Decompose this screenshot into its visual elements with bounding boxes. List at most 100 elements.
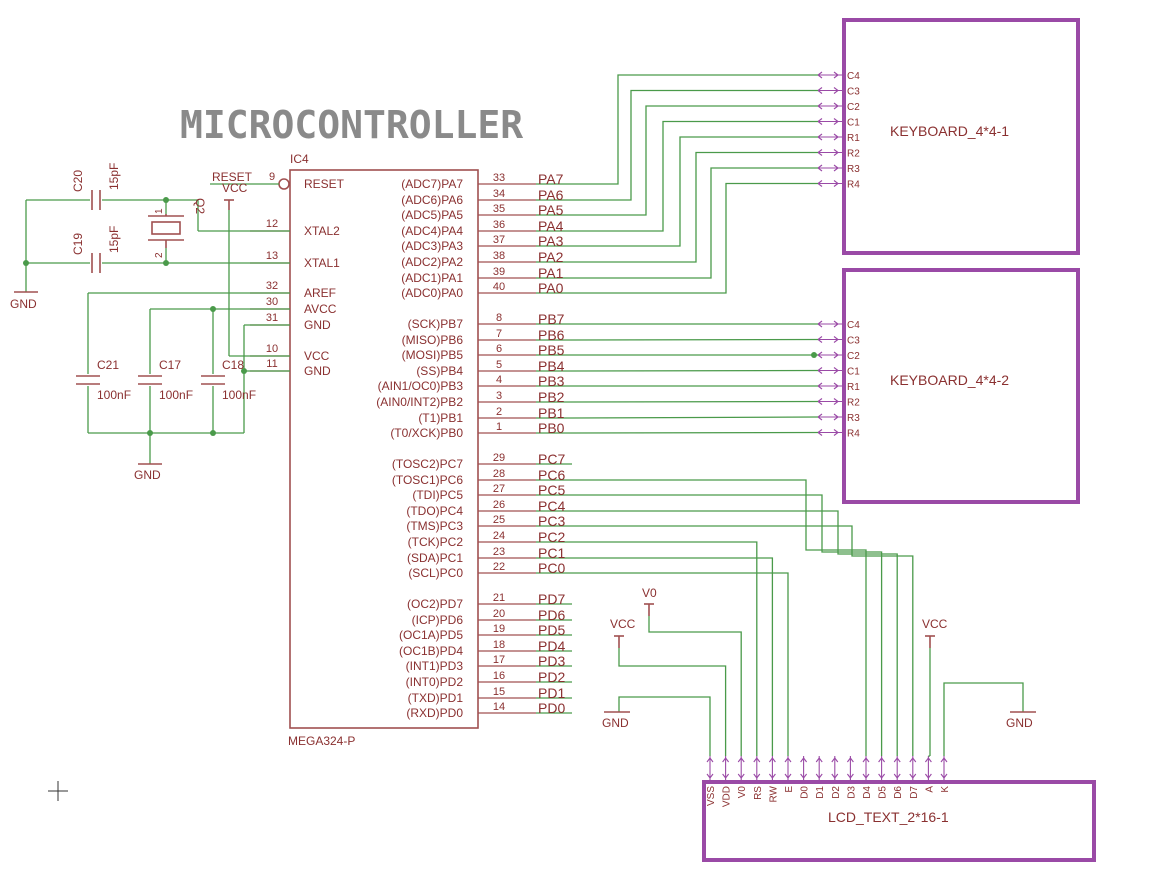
ic-left-pin-name: XTAL2 bbox=[304, 224, 340, 238]
keyboard-pin-label: R4 bbox=[847, 180, 860, 191]
ic-right-pin-function: (OC1A)PD5 bbox=[399, 628, 463, 642]
keyboard-pin-label: R3 bbox=[847, 164, 860, 175]
ic-left-pin-name: VCC bbox=[304, 349, 330, 363]
ic-part-label: MEGA324-P bbox=[288, 734, 355, 748]
ic-right-pin-number: 4 bbox=[496, 374, 502, 386]
ic-right-pin-function: (TDI)PC5 bbox=[412, 488, 463, 502]
lcd-pin-label: D6 bbox=[893, 786, 904, 799]
ic-net-label: PB1 bbox=[538, 405, 565, 421]
ic-right-pin-function: (SCK)PB7 bbox=[408, 317, 464, 331]
lcd-pin-label: VDD bbox=[722, 786, 733, 807]
reset-net-label: RESET bbox=[212, 170, 253, 184]
ic-left-pin-number: 9 bbox=[269, 171, 275, 183]
keyboard-pin-label: R1 bbox=[847, 382, 860, 393]
lcd-pin-label: A bbox=[924, 786, 935, 793]
c17-value: 100nF bbox=[159, 388, 193, 402]
q2-ref: Q2 bbox=[193, 198, 207, 214]
ic-right-pin-number: 25 bbox=[493, 514, 505, 526]
ic-right-pin-function: (ADC6)PA6 bbox=[401, 193, 463, 207]
ic-net-label: PA4 bbox=[538, 218, 564, 234]
ic-net-label: PB0 bbox=[538, 420, 565, 436]
ic-right-pin-number: 40 bbox=[493, 281, 505, 293]
ic-right-pin-function: (ADC4)PA4 bbox=[401, 224, 463, 238]
ic-right-pin-function: (INT0)PD2 bbox=[406, 675, 464, 689]
ic-right-pin-function: (SCL)PC0 bbox=[408, 566, 463, 580]
ic-right-pin-function: (ADC5)PA5 bbox=[401, 208, 463, 222]
ic-left-pin-number: 13 bbox=[266, 250, 278, 262]
lcd-pin-label: E bbox=[784, 786, 795, 793]
lcd-pin-label: RW bbox=[768, 785, 779, 802]
ic-net-label: PC3 bbox=[538, 513, 565, 529]
keyboard-pin-label: R3 bbox=[847, 413, 860, 424]
ic-net-label: PA0 bbox=[538, 280, 564, 296]
lcd-pin-label: D5 bbox=[878, 786, 889, 799]
ic-right-pin-number: 24 bbox=[493, 530, 505, 542]
lcd-wiring bbox=[572, 479, 1024, 757]
ic-net-label: PB7 bbox=[538, 311, 565, 327]
ic-right-pin-number: 26 bbox=[493, 499, 505, 511]
ic-net-label: PD2 bbox=[538, 669, 565, 685]
ic-left-pin-name: AREF bbox=[304, 286, 336, 300]
ic-net-label: PD6 bbox=[538, 607, 565, 623]
ic-left-pin-name: GND bbox=[304, 364, 331, 378]
ic-right-pin-function: (TCK)PC2 bbox=[408, 535, 464, 549]
ic-right-pin-number: 5 bbox=[496, 359, 502, 371]
ic-right-pin-number: 2 bbox=[496, 406, 502, 418]
ic-right-pin-number: 36 bbox=[493, 219, 505, 231]
ic-right-pin-function: (AIN0/INT2)PB2 bbox=[376, 395, 463, 409]
ic-left-pin-number: 10 bbox=[266, 343, 278, 355]
capacitor-c18[interactable]: C18 100nF bbox=[201, 358, 256, 402]
keyboard-pin-label: C3 bbox=[847, 336, 860, 347]
ic-body[interactable] bbox=[289, 169, 479, 729]
keyboard-pin-label: R4 bbox=[847, 429, 860, 440]
ic-net-label: PA1 bbox=[538, 265, 564, 281]
ic-net-label: PA3 bbox=[538, 233, 564, 249]
c20-ref: C20 bbox=[71, 170, 85, 192]
capacitor-c19[interactable]: C19 15pF bbox=[71, 226, 121, 273]
vcc-label-lcd-left: VCC bbox=[610, 617, 636, 631]
crystal-q2[interactable]: Q2 1 2 bbox=[148, 198, 207, 258]
ic-right-pin-function: (TOSC1)PC6 bbox=[392, 473, 463, 487]
ic-right-pin-function: (ADC2)PA2 bbox=[401, 255, 463, 269]
ic-right-pin-number: 21 bbox=[493, 592, 505, 604]
lcd-pin-label: D3 bbox=[846, 786, 857, 799]
ic-net-label: PC7 bbox=[538, 451, 565, 467]
ic-left-pin-name: AVCC bbox=[304, 302, 337, 316]
gnd-label-crystal: GND bbox=[10, 297, 37, 311]
ic-net-label: PA5 bbox=[538, 202, 564, 218]
capacitor-c20[interactable]: C20 15pF bbox=[71, 163, 121, 210]
ic-net-label: PD0 bbox=[538, 700, 565, 716]
gnd-label-lcd-left: GND bbox=[602, 716, 629, 730]
ic-left-pin-number: 32 bbox=[266, 280, 278, 292]
ic-net-label: PB3 bbox=[538, 373, 565, 389]
ic-net-label: PA6 bbox=[538, 187, 564, 203]
power-wiring bbox=[87, 210, 290, 464]
ic-net-label: PC0 bbox=[538, 560, 565, 576]
ic-left-pin-number: 12 bbox=[266, 218, 278, 230]
origin-crosshair-icon bbox=[48, 781, 68, 801]
ic-right-pin-number: 15 bbox=[493, 686, 505, 698]
ic-right-pin-number: 1 bbox=[496, 421, 502, 433]
lcd-module[interactable] bbox=[702, 780, 1096, 862]
ic-left-pin-number: 30 bbox=[266, 296, 278, 308]
c18-ref: C18 bbox=[222, 358, 244, 372]
gnd-label-lcd-right: GND bbox=[1006, 716, 1033, 730]
ic-right-pin-number: 28 bbox=[493, 468, 505, 480]
gnd-symbol-lcd-right: GND bbox=[1006, 711, 1036, 730]
ic-net-label: PC2 bbox=[538, 529, 565, 545]
ic-right-pin-function: (TDO)PC4 bbox=[406, 504, 463, 518]
ic-left-pin-number: 31 bbox=[266, 312, 278, 324]
ic-net-label: PD5 bbox=[538, 622, 565, 638]
c21-value: 100nF bbox=[97, 388, 131, 402]
capacitor-c21[interactable]: C21 100nF bbox=[76, 358, 131, 402]
ic-left-pin-name: GND bbox=[304, 318, 331, 332]
capacitor-c17[interactable]: C17 100nF bbox=[138, 358, 193, 402]
schematic-title: MICROCONTROLLER bbox=[180, 103, 523, 147]
ic-ref-label: IC4 bbox=[290, 152, 309, 166]
lcd-pin-label: VSS bbox=[706, 786, 717, 806]
vcc-symbol-ic: VCC bbox=[222, 181, 248, 210]
